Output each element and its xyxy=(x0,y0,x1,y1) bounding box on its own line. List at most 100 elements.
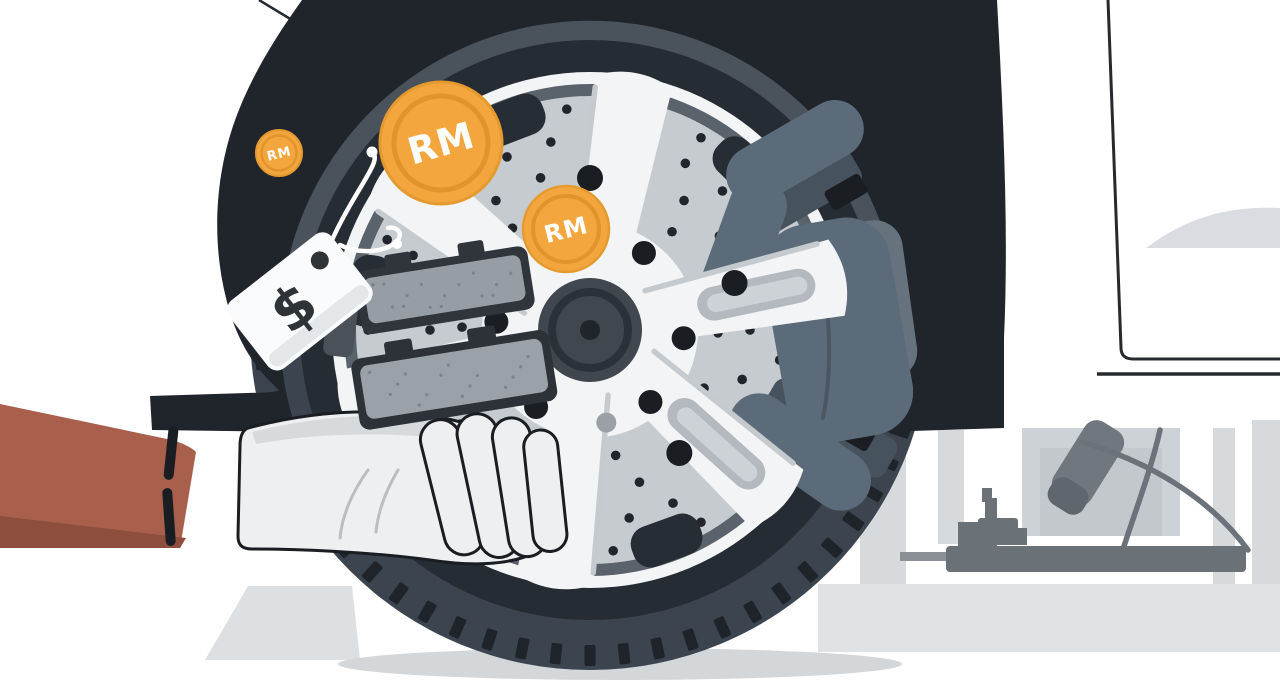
rotor-hole xyxy=(634,477,645,487)
pad-speckle xyxy=(439,373,443,377)
lug-dot xyxy=(631,240,656,265)
pad-speckle xyxy=(368,370,372,375)
pad-speckle xyxy=(457,282,461,286)
tread-notch xyxy=(584,645,596,666)
rotor-hole xyxy=(535,173,546,183)
caliper-bottom-arm xyxy=(729,393,871,511)
finger-pinky xyxy=(522,428,569,553)
floor-mat xyxy=(205,586,360,660)
tread-notch xyxy=(682,628,699,651)
tread-notch xyxy=(448,616,467,639)
tag-string xyxy=(321,150,378,262)
coin-large-ring xyxy=(391,93,491,193)
outer-dot xyxy=(577,165,603,191)
rotor-hole xyxy=(624,513,634,523)
pad-speckle xyxy=(494,282,498,287)
pad-speckle xyxy=(439,304,443,309)
forearm xyxy=(0,404,196,548)
caliper-pad-hardware-top xyxy=(824,173,868,211)
pad-speckle xyxy=(526,354,530,359)
brake-pad-lower xyxy=(351,325,558,430)
fender-wheel-arch xyxy=(150,0,1006,432)
pad-speckle xyxy=(403,372,407,376)
floor-bar-step xyxy=(958,522,990,548)
rotor-hole xyxy=(546,137,556,147)
rotor-hole xyxy=(737,374,747,385)
brake-pads xyxy=(323,240,558,430)
pad-speckle xyxy=(460,394,465,398)
rotor-hole xyxy=(502,152,512,162)
coin-medium-face xyxy=(521,184,611,274)
pad-speckle xyxy=(475,374,479,378)
spoke-shade-line xyxy=(642,241,820,294)
rotor-hole xyxy=(382,234,392,245)
door-reflection-swoosh xyxy=(1146,207,1280,248)
coin-small-ring xyxy=(260,134,298,172)
gray-dot xyxy=(596,412,617,433)
coin-small: RM xyxy=(255,129,303,177)
rotor-hole xyxy=(679,195,689,206)
price-tag: $ xyxy=(226,232,373,371)
tread-notch xyxy=(821,537,843,559)
rotor-hole xyxy=(667,226,677,237)
rotor-hole xyxy=(491,195,501,206)
lug-dot xyxy=(638,390,663,415)
glove-crease-1 xyxy=(338,468,370,540)
tread-notch xyxy=(797,561,819,583)
pad2-friction xyxy=(360,338,549,419)
pad-speckle xyxy=(382,282,386,286)
hub-center-dot xyxy=(580,320,600,340)
pad-speckle xyxy=(509,271,513,275)
tread-notch xyxy=(743,600,763,624)
tread-notch xyxy=(388,582,409,605)
pad-speckle xyxy=(419,282,424,286)
price-tag-group: $ xyxy=(226,146,402,371)
string-knot-1 xyxy=(366,146,378,158)
floor-band xyxy=(818,584,1280,652)
rotor-hole xyxy=(696,132,706,143)
pad-speckle xyxy=(396,382,400,386)
string-knot-2 xyxy=(392,239,402,249)
spoke-shade-line xyxy=(651,348,796,466)
valve-arm xyxy=(1005,528,1027,545)
floor-bar xyxy=(946,546,1246,572)
pad-speckle xyxy=(511,375,515,379)
pad-speckle xyxy=(480,294,484,298)
pad-speckle xyxy=(405,294,409,298)
pad-speckle xyxy=(425,393,429,397)
tag-bottom-shade xyxy=(269,285,369,367)
rotor-hole xyxy=(561,104,572,115)
brake-pad-upper xyxy=(354,240,535,335)
impact-tool-tip xyxy=(1047,477,1089,515)
tag-hole xyxy=(310,251,329,270)
coin-large: RM xyxy=(378,80,504,206)
outer-dot xyxy=(721,270,748,297)
rotor-hole xyxy=(610,450,621,461)
tread-notch xyxy=(617,642,631,665)
rotor-hole xyxy=(717,186,728,196)
tread-notch xyxy=(481,628,498,651)
spoke-slot-inner xyxy=(707,276,808,313)
rotor-hole xyxy=(668,498,678,508)
pad-speckle xyxy=(491,293,495,297)
floor-rod xyxy=(900,552,950,561)
glove-crease-2 xyxy=(374,468,400,534)
car-body xyxy=(258,0,1280,376)
pad-speckle xyxy=(428,305,432,309)
rotor-hole xyxy=(425,325,435,335)
pad-speckle xyxy=(446,363,450,367)
coin-medium: RM xyxy=(521,184,611,274)
coin-small-label: RM xyxy=(265,144,293,165)
tread-notch xyxy=(515,637,530,660)
glove-fingers xyxy=(418,412,569,559)
lug-dot xyxy=(671,326,696,351)
tag-card xyxy=(226,232,373,371)
pad-speckle xyxy=(442,294,447,298)
coins: RM RM RM xyxy=(255,80,611,274)
pad-speckle xyxy=(417,403,421,407)
tread-notch xyxy=(771,582,792,605)
rotor-hole xyxy=(457,322,467,332)
valve-stub xyxy=(982,488,992,502)
